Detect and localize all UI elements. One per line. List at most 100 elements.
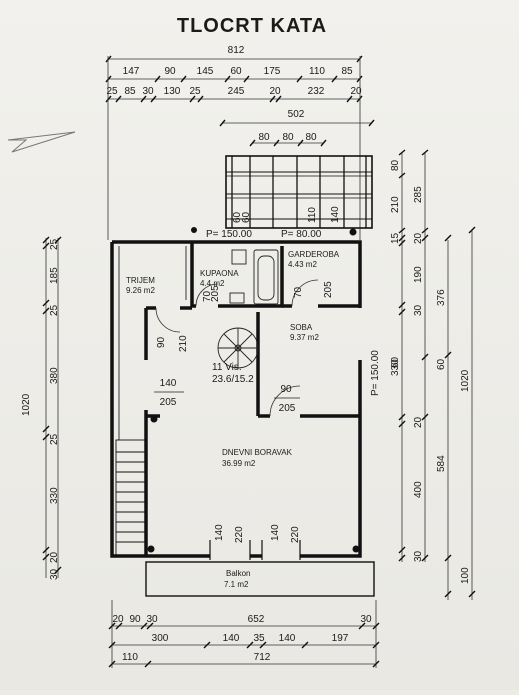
dim-top-6: 110	[309, 66, 325, 77]
dim-right-extra3: 60	[390, 356, 401, 368]
columns	[147, 227, 360, 553]
dim-top2-5: 25	[189, 86, 201, 97]
garderoba-door-width: 70	[293, 286, 304, 298]
dim-top-5: 175	[264, 66, 281, 77]
dim-left-8: 30	[49, 568, 60, 580]
spiral-staircase	[217, 327, 259, 369]
room-kupaona-area: 4.4 m2	[200, 279, 225, 288]
balcony-door-2-height: 220	[290, 526, 301, 543]
dim-bottom-3: 30	[146, 614, 158, 625]
balcony-outline	[145, 561, 375, 597]
garderoba-door-height: 205	[323, 281, 334, 298]
kupaona-door-height: 205	[210, 285, 221, 302]
dim-bottom-6: 300	[152, 633, 169, 644]
room-garderoba-name: GARDEROBA	[288, 250, 340, 259]
room-balkon-name: Balkon	[226, 569, 250, 578]
dim-top2-8: 232	[308, 86, 325, 97]
dim-pergola-inner-1: 60	[232, 211, 243, 223]
dim-right-mid: 376	[436, 289, 447, 306]
stair-door-width: 90	[156, 336, 167, 348]
stair-vis-label: 11 Vis.	[212, 362, 242, 373]
pergola	[225, 155, 373, 229]
dim-top2-7: 20	[269, 86, 281, 97]
dim-right-extra2: 100	[460, 567, 471, 584]
dim-right-overall: 1020	[460, 369, 471, 392]
dim-left-5: 25	[49, 433, 60, 445]
stair-ratio-label: 23.6/15.2	[212, 374, 254, 385]
dim-pergola-overall: 502	[288, 109, 305, 120]
dim-top-3: 145	[197, 66, 214, 77]
door-swings	[155, 279, 319, 417]
dim-bottom-2: 90	[129, 614, 141, 625]
dim-top-2: 90	[164, 66, 176, 77]
dim-right-1: 15	[390, 232, 401, 244]
dim-top-1: 147	[123, 66, 140, 77]
dim-top-7: 85	[341, 66, 353, 77]
dim-left-3: 25	[49, 304, 60, 316]
dim-right-6: 20	[413, 416, 424, 428]
dim-pergola-inner-3: 110	[307, 207, 318, 223]
room-soba-area: 9.37 m2	[290, 333, 319, 342]
room-balkon-area: 7.1 m2	[224, 580, 249, 589]
dim-left-1: 25	[49, 238, 60, 250]
p-label-right: P= 150.00	[370, 350, 381, 396]
dim-pergola-1: 80	[258, 132, 270, 143]
dim-top2-9: 20	[350, 86, 362, 97]
room-trijem-name: TRIJEM	[126, 276, 155, 285]
dim-pergola-inner-2: 60	[241, 211, 252, 223]
balcony-door-2-width: 140	[270, 524, 281, 541]
dim-top2-6: 245	[228, 86, 245, 97]
dim-pergola-2: 80	[282, 132, 294, 143]
p-label-top-left: P= 150.00	[206, 229, 252, 240]
building-walls	[110, 240, 362, 558]
dim-overall-top: 812	[228, 45, 245, 56]
north-arrow-icon	[7, 131, 76, 153]
bathtub	[253, 249, 279, 305]
room-soba-name: SOBA	[290, 323, 313, 332]
dim-bottom-8: 35	[253, 633, 265, 644]
dim-bottom-11: 110	[122, 652, 138, 663]
dim-left-7: 20	[49, 551, 60, 563]
dim-right-pergola-2: 210	[390, 196, 401, 213]
dim-pergola-inner-4: 140	[330, 206, 341, 223]
dim-right-8: 30	[413, 550, 424, 562]
room-dnevni-area: 36.99 m2	[222, 459, 256, 468]
room-kupaona-name: KUPAONA	[200, 269, 239, 278]
dim-top2-4: 130	[164, 86, 181, 97]
left-window-width: 140	[160, 378, 177, 389]
soba-door-height: 205	[279, 403, 296, 414]
soba-door-width: 90	[280, 384, 292, 395]
dim-left-4: 380	[49, 367, 60, 384]
balcony-doors	[209, 540, 301, 560]
dim-left-overall: 1020	[21, 393, 32, 416]
kupaona-door-width: 70	[202, 290, 213, 302]
dim-top2-3: 30	[142, 86, 154, 97]
dim-right-extra: 584	[436, 455, 447, 472]
plan-title: TLOCRT KATA	[177, 15, 327, 37]
balcony-door-1-width: 140	[214, 524, 225, 541]
dim-bottom-7: 140	[223, 633, 240, 644]
exterior-staircase	[115, 439, 147, 557]
dim-right-pergola-3: 285	[413, 186, 424, 203]
dim-right-3: 190	[413, 266, 424, 283]
balcony-door-1-height: 220	[234, 526, 245, 543]
dim-top-4: 60	[230, 66, 242, 77]
dim-right-7: 400	[413, 481, 424, 498]
left-window-height: 205	[160, 397, 177, 408]
washbasin	[229, 249, 247, 304]
room-garderoba-area: 4.43 m2	[288, 260, 317, 269]
room-dnevni-name: DNEVNI BORAVAK	[222, 448, 293, 457]
dim-right-pergola-1: 80	[390, 159, 401, 171]
dim-bottom-12: 712	[254, 652, 271, 663]
top-dimension-lines	[105, 55, 363, 240]
stair-door-height: 210	[178, 335, 189, 352]
dim-top2-1: 25	[106, 86, 118, 97]
dim-right-2: 20	[413, 232, 424, 244]
dim-right-4: 30	[413, 304, 424, 316]
dim-bottom-4: 652	[248, 614, 265, 625]
dim-right-mid2: 60	[436, 358, 447, 370]
dim-pergola-3: 80	[305, 132, 317, 143]
dim-right-5: 330	[390, 359, 401, 376]
dim-left-2: 185	[49, 267, 60, 284]
